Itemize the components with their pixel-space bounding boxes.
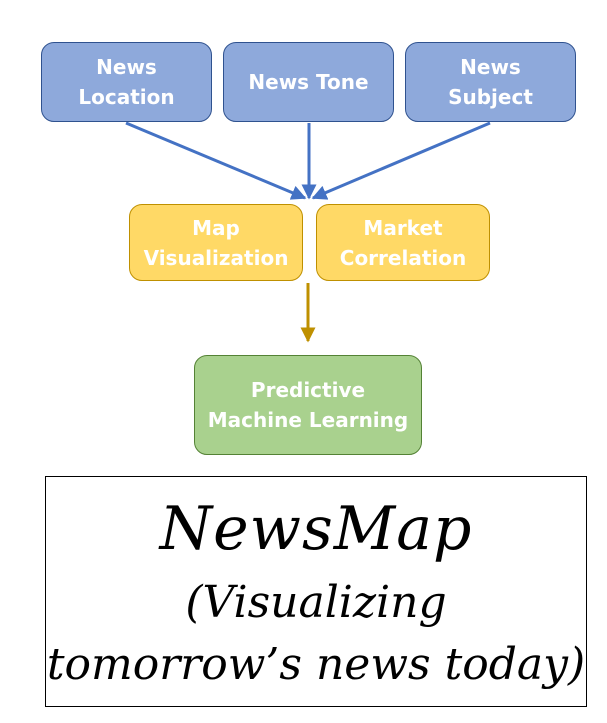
predictive-machine-learning-node: Predictive Machine Learning (194, 355, 422, 455)
newsmap-title-box: NewsMap (Visualizing tomorrow’s news tod… (45, 476, 587, 707)
newsmap-title: NewsMap (159, 494, 473, 564)
arrow-subject-to-hub (311, 121, 491, 200)
tagline-line-1: (Visualizing (185, 577, 447, 628)
tagline-line-2: tomorrow’s news today) (46, 639, 586, 690)
arrow-location-to-hub (125, 121, 307, 200)
news-location-node: News Location (41, 42, 212, 122)
news-tone-node: News Tone (223, 42, 394, 122)
news-subject-node: News Subject (405, 42, 576, 122)
map-visualization-node: Map Visualization (129, 204, 303, 281)
market-correlation-node: Market Correlation (316, 204, 490, 281)
